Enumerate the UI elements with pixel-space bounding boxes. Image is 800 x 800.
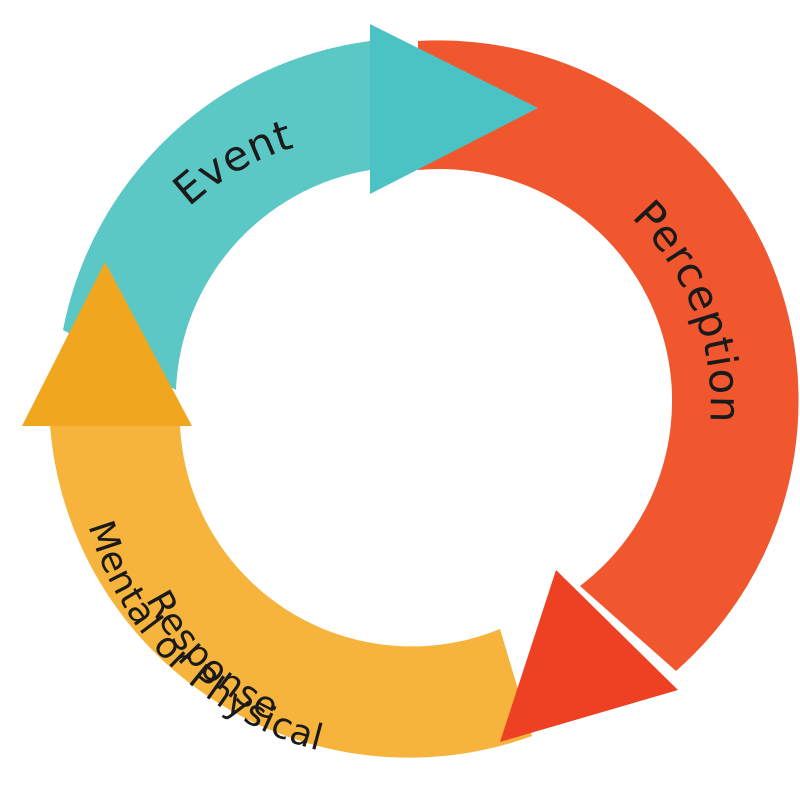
event-arrowhead <box>370 24 538 194</box>
perception-arrowhead <box>500 570 678 742</box>
event-segment <box>63 41 370 390</box>
response-segment <box>50 425 532 758</box>
response-arrowhead <box>22 262 192 426</box>
perception-segment <box>418 40 799 671</box>
